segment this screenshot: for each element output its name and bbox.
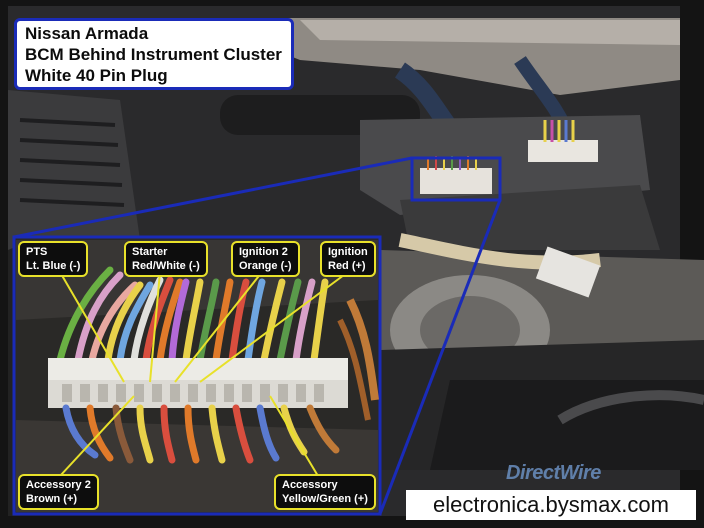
directwire-logo: DirectWire [506, 462, 601, 484]
label-accessory-color: Yellow/Green (+) [282, 493, 368, 505]
label-accessory-2-color: Brown (+) [26, 493, 78, 505]
label-ignition-2-color: Orange (-) [239, 260, 292, 272]
label-accessory-2-name: Accessory 2 [26, 479, 91, 491]
label-ignition-2-name: Ignition 2 [239, 246, 288, 258]
label-starter-color: Red/White (-) [132, 260, 200, 272]
label-ignition: Ignition Red (+) [320, 241, 376, 277]
title-line-module: BCM Behind Instrument Cluster [25, 45, 282, 64]
title-callout: Nissan Armada BCM Behind Instrument Clus… [14, 18, 294, 90]
label-accessory-2: Accessory 2 Brown (+) [18, 474, 99, 510]
title-line-plug: White 40 Pin Plug [25, 66, 168, 85]
label-ignition-color: Red (+) [328, 260, 366, 272]
label-accessory-name: Accessory [282, 479, 338, 491]
label-starter: Starter Red/White (-) [124, 241, 208, 277]
label-ignition-name: Ignition [328, 246, 368, 258]
label-pts-color: Lt. Blue (-) [26, 260, 81, 272]
watermark-url: electronica.bysmax.com [406, 490, 696, 520]
label-ignition-2: Ignition 2 Orange (-) [231, 241, 300, 277]
label-pts-name: PTS [26, 246, 48, 258]
label-pts: PTS Lt. Blue (-) [18, 241, 89, 277]
label-starter-name: Starter [132, 246, 168, 258]
title-line-vehicle: Nissan Armada [25, 24, 149, 43]
label-accessory: Accessory Yellow/Green (+) [274, 474, 376, 510]
